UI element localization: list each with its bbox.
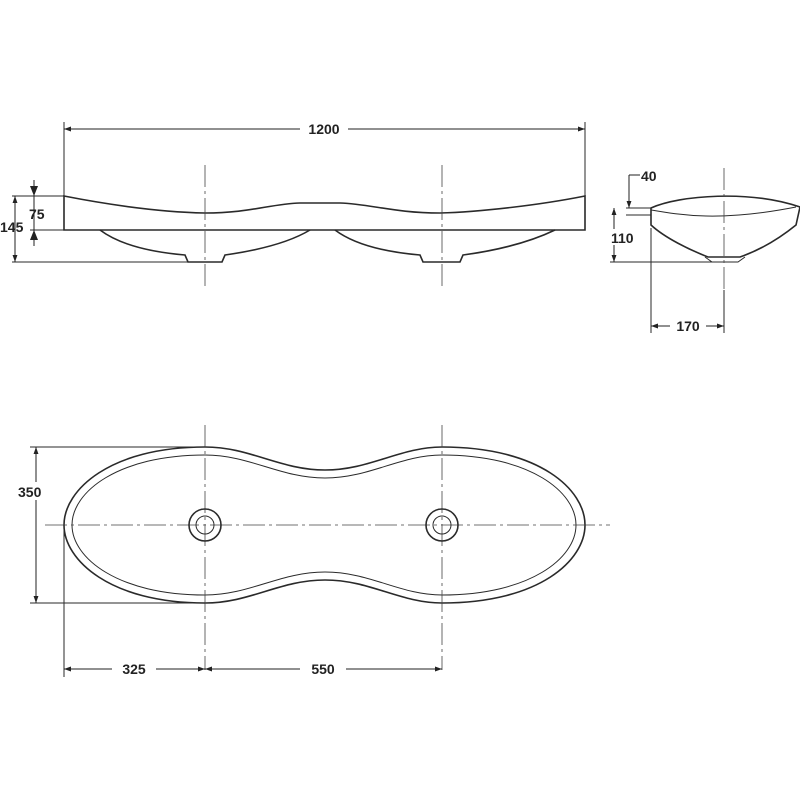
bowl-underside-left: [99, 229, 311, 263]
basin-front-profile: [63, 195, 586, 231]
bowl-underside-right: [334, 229, 556, 263]
section-outer-profile: [650, 195, 800, 258]
dim-label-rim-drop: 40: [641, 168, 657, 184]
drain-right: [425, 508, 459, 542]
section-inner-profile: [650, 206, 797, 217]
section-drain: [704, 256, 746, 263]
drain-left: [188, 508, 222, 542]
dim-label-section-width: 170: [676, 318, 700, 334]
dim-label-rim-height: 75: [29, 206, 45, 222]
dim-label-overall-length: 1200: [308, 121, 339, 137]
side-section: 40 110 170: [610, 168, 800, 334]
dim-label-drain-spacing: 550: [311, 661, 335, 677]
dim-label-edge-to-drain: 325: [122, 661, 146, 677]
plan-view: 350 325 550: [16, 425, 610, 677]
dim-label-overall-width: 350: [18, 484, 42, 500]
dim-label-bowl-depth: 110: [611, 230, 634, 246]
front-elevation: 1200 145 75: [0, 119, 586, 290]
dim-label-total-height: 145: [0, 219, 24, 235]
